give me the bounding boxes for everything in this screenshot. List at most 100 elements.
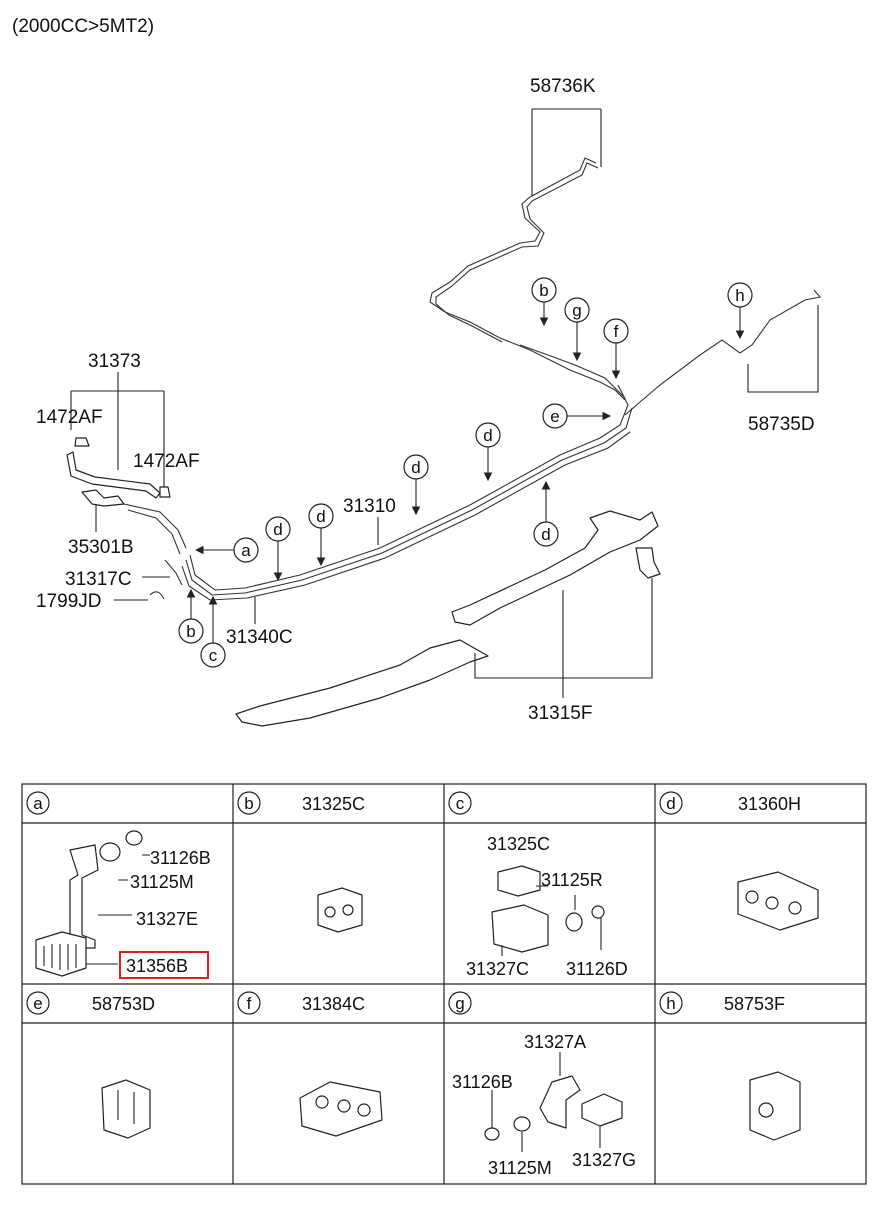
clip-31356B	[35, 931, 87, 977]
callout-58736K: 58736K	[530, 76, 596, 97]
marker-d-4: d	[308, 503, 334, 567]
marker-d-3: d	[533, 480, 559, 547]
bracket-rear	[635, 547, 661, 579]
part-31125R: 31125R	[541, 870, 603, 890]
protector-plate-front	[235, 639, 489, 727]
clip-31360H	[737, 871, 819, 931]
protector-plate-rear	[451, 510, 659, 626]
svg-text:a: a	[241, 541, 251, 560]
svg-text:d: d	[316, 507, 325, 526]
return-line	[429, 157, 626, 401]
callout-31317C: 31317C	[65, 569, 132, 590]
cell-a-header: a	[26, 791, 50, 815]
svg-text:c: c	[456, 794, 465, 813]
callout-1472AF-left: 1472AF	[36, 407, 103, 428]
part-31325C: 31325C	[487, 834, 550, 854]
cell-b-header: b 31325C	[237, 791, 365, 815]
bolt-31126B	[125, 830, 143, 846]
part-31327G: 31327G	[572, 1150, 636, 1170]
cell-f-header: f 31384C	[237, 991, 365, 1015]
cell-c-content: 31325C 31125R 31327C 31126D	[466, 834, 628, 979]
highlight-31356B	[119, 951, 209, 979]
cell-e-header: e 58753D	[26, 991, 155, 1015]
callout-1472AF-right: 1472AF	[133, 451, 200, 472]
callout-31315F: 31315F	[528, 703, 592, 724]
part-31356B: 31356B	[126, 956, 188, 976]
marker-b-top: b	[531, 277, 557, 327]
hose-31373	[66, 451, 161, 499]
part-31125M-g: 31125M	[488, 1158, 552, 1178]
grommet-31125M	[99, 842, 121, 862]
clip-31325C-b	[317, 887, 363, 933]
bolt-31126B-g	[484, 1127, 500, 1141]
svg-text:f: f	[247, 994, 252, 1013]
part-31126B: 31126B	[150, 848, 211, 868]
callout-58735D: 58735D	[748, 414, 815, 435]
cell-e-title: 58753D	[92, 994, 155, 1014]
clip-31327G	[581, 1093, 623, 1127]
leader-31315F	[474, 578, 653, 698]
marker-d-2: d	[403, 454, 429, 516]
part-31126B-g: 31126B	[452, 1072, 513, 1092]
svg-text:b: b	[244, 794, 253, 813]
svg-text:d: d	[411, 458, 420, 477]
svg-text:d: d	[666, 794, 675, 813]
cell-d-header: d 31360H	[659, 791, 801, 815]
svg-text:b: b	[539, 281, 548, 300]
part-31126D: 31126D	[566, 959, 628, 979]
part-31327A: 31327A	[524, 1032, 586, 1052]
clamp-right	[159, 486, 171, 498]
svg-text:h: h	[666, 994, 675, 1013]
cell-g-header: g	[448, 991, 472, 1015]
svg-text:e: e	[33, 994, 42, 1013]
clip-31325C-c	[497, 865, 541, 897]
clip-58753D	[101, 1079, 151, 1139]
leader-58736K	[531, 108, 602, 196]
cell-d-title: 31360H	[738, 794, 801, 814]
marker-h: h	[727, 282, 753, 340]
vapor-line	[624, 289, 822, 416]
callout-35301B: 35301B	[68, 537, 134, 558]
marker-f: f	[603, 318, 629, 380]
marker-a: a	[194, 537, 259, 563]
svg-text:d: d	[483, 426, 492, 445]
svg-text:d: d	[273, 520, 282, 539]
fuel-line-assembly: 58736K 58735D b g f	[36, 76, 822, 727]
bracket-31327E	[69, 844, 99, 949]
clamp-left	[74, 437, 90, 447]
filter-35301B	[81, 489, 125, 507]
svg-text:d: d	[541, 525, 550, 544]
svg-text:h: h	[735, 286, 744, 305]
callout-31373: 31373	[88, 351, 141, 372]
cell-h-title: 58753F	[724, 994, 785, 1014]
leader-58735D	[747, 305, 819, 393]
callout-31340C: 31340C	[226, 627, 293, 648]
svg-text:a: a	[33, 794, 43, 813]
grommet-31125R	[565, 912, 583, 932]
grommet-31125M-g	[513, 1116, 531, 1132]
cell-f-title: 31384C	[302, 994, 365, 1014]
cell-c-header: c	[448, 791, 472, 815]
svg-text:g: g	[455, 994, 464, 1013]
bracket-31327C	[491, 904, 549, 953]
svg-text:e: e	[550, 407, 559, 426]
svg-text:g: g	[572, 301, 581, 320]
callout-1799JD: 1799JD	[36, 591, 102, 612]
callout-31310: 31310	[343, 496, 396, 517]
parts-table: a b 31325C c d 31360H e 58753D f 31384C	[21, 783, 867, 1185]
part-31125M: 31125M	[130, 872, 194, 892]
part-31327E: 31327E	[136, 909, 198, 929]
bracket-31327A	[539, 1075, 581, 1129]
cell-b-title: 31325C	[302, 794, 365, 814]
part-31327C: 31327C	[466, 959, 529, 979]
cell-h-header: h 58753F	[659, 991, 785, 1015]
bolt-31126D	[591, 905, 605, 919]
spec-label: (2000CC>5MT2)	[12, 16, 154, 37]
marker-d-5: d	[265, 516, 291, 582]
svg-text:c: c	[209, 646, 218, 665]
marker-e: e	[542, 403, 612, 429]
marker-g: g	[564, 297, 590, 362]
svg-text:b: b	[186, 622, 195, 641]
cell-g-content: 31327A 31126B 31125M 31327G	[452, 1032, 636, 1178]
svg-text:f: f	[614, 322, 619, 341]
